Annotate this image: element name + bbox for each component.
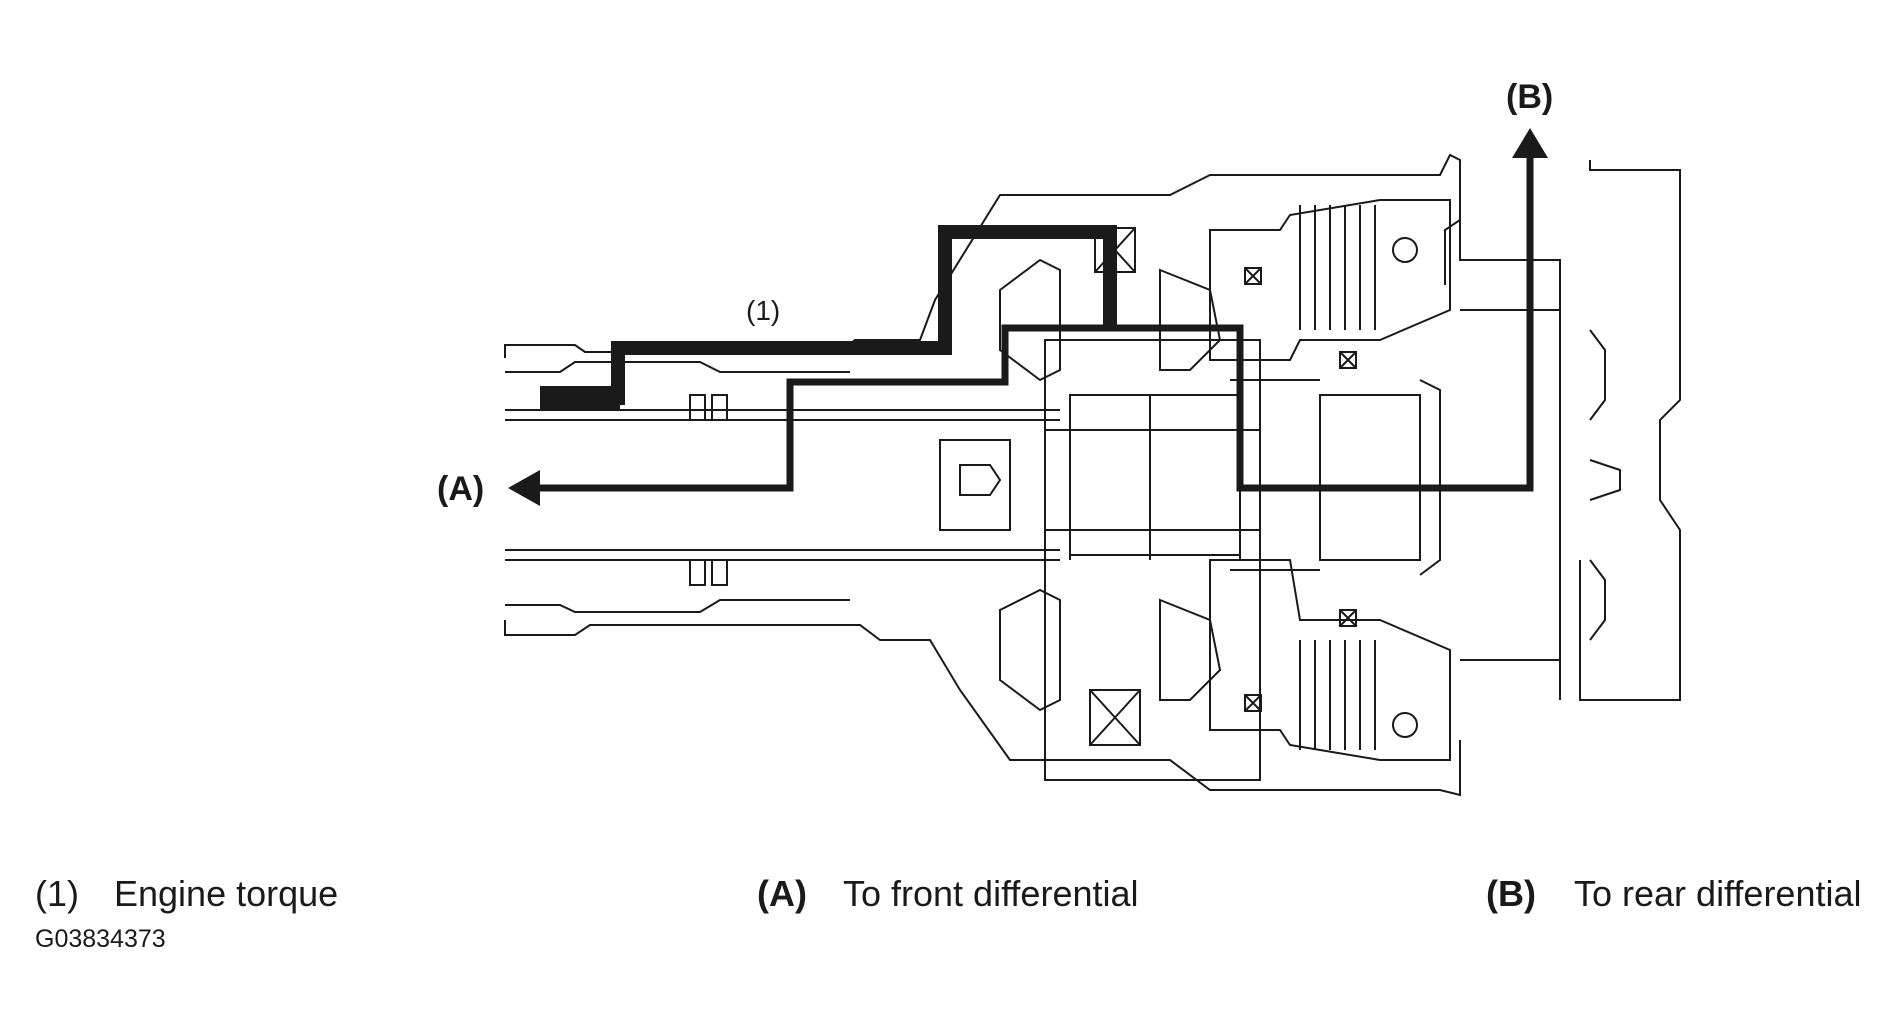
housing-outline (504, 153, 1681, 797)
front-output-arrowhead (508, 470, 540, 506)
rear-output-arrowhead (1512, 128, 1548, 158)
legend-key-1: (1) (35, 873, 79, 914)
torque-input-path (540, 225, 1117, 405)
legend-text-b: To rear differential (1574, 873, 1862, 914)
legend-key-b: (B) (1486, 873, 1536, 914)
figure-id: G03834373 (35, 925, 166, 953)
torque-input-block (540, 386, 620, 410)
arrow-front-label: (A) (437, 470, 484, 508)
legend-text-1: Engine torque (114, 873, 339, 914)
legend-key-a: (A) (757, 873, 807, 914)
callout-torque: (1) (746, 295, 780, 326)
arrow-rear-label: (B) (1506, 78, 1553, 116)
rear-output-path (1110, 155, 1534, 492)
front-output-path (535, 324, 1110, 492)
legend-text-a: To front differential (843, 873, 1139, 914)
